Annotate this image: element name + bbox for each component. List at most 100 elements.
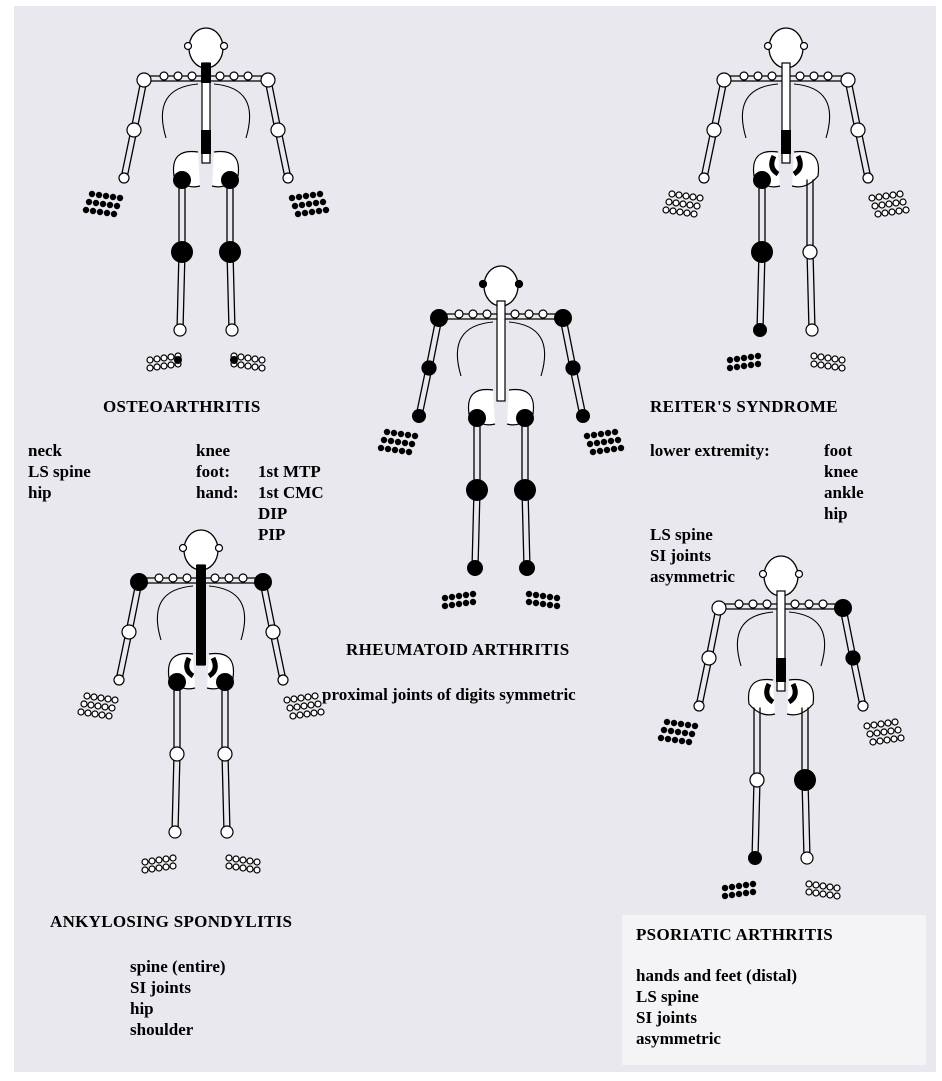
finger-joint	[312, 693, 318, 699]
forearm	[701, 130, 711, 178]
finger-joint	[290, 713, 296, 719]
finger-joint-affected	[93, 200, 99, 206]
shoulder-affected	[254, 573, 272, 591]
finger-joint	[305, 694, 311, 700]
toe-joint-affected	[755, 353, 761, 359]
knee-joint	[170, 747, 184, 761]
finger-joint-affected	[671, 720, 677, 726]
ankle-affected	[753, 323, 767, 337]
finger-joint-affected	[296, 194, 302, 200]
toe-joint	[233, 864, 239, 870]
osteoarthritis-col2: knee foot: hand:	[196, 440, 239, 503]
ear	[185, 43, 192, 50]
ear	[760, 571, 767, 578]
finger-joint-affected	[90, 208, 96, 214]
finger-joint	[95, 703, 101, 709]
toe-joint	[811, 361, 817, 367]
finger-joint-affected	[598, 431, 604, 437]
finger-joint-affected	[604, 447, 610, 453]
toe-joint-affected	[449, 602, 455, 608]
rib-cage	[794, 84, 830, 138]
finger-joint	[879, 202, 885, 208]
forearm	[116, 632, 126, 680]
ankle-joint	[174, 324, 186, 336]
finger-joint	[691, 211, 697, 217]
toe-joint	[813, 890, 819, 896]
forearm	[276, 632, 286, 680]
first-mtp-affected	[174, 356, 182, 364]
forearm	[856, 658, 866, 706]
oa-item: DIP	[258, 503, 324, 524]
finger-joint-affected	[96, 192, 102, 198]
psa-item: hands and feet (distal)	[636, 965, 797, 986]
psoriatic-items: hands and feet (distal) LS spine SI join…	[636, 965, 797, 1049]
osteoarthritis-title: OSTEOARTHRITIS	[103, 397, 261, 417]
tibia	[807, 252, 809, 330]
humerus	[851, 80, 861, 130]
toe-joint	[259, 357, 265, 363]
finger-joint-affected	[385, 446, 391, 452]
elbow-joint	[266, 625, 280, 639]
toe-joint	[252, 364, 258, 370]
finger-joint-affected	[309, 209, 315, 215]
finger-joint	[102, 704, 108, 710]
finger-joint	[886, 201, 892, 207]
reiters-item: LS spine	[650, 524, 735, 545]
finger-joint-affected	[618, 445, 624, 451]
humerus	[711, 80, 721, 130]
jaw-joint-affected	[479, 280, 487, 288]
finger-joint	[883, 193, 889, 199]
skeleton-ankylosing-spondylitis	[71, 520, 331, 892]
toe-joint	[149, 858, 155, 864]
wrist-joint	[694, 701, 704, 711]
elbow-joint	[702, 651, 716, 665]
toe-joint	[154, 356, 160, 362]
reiters-item: ankle	[824, 482, 864, 503]
finger-joint	[112, 697, 118, 703]
toe-joint-affected	[734, 356, 740, 362]
toe-joint-affected	[533, 600, 539, 606]
clavicle-joint	[735, 600, 743, 608]
toe-joint	[839, 357, 845, 363]
toe-joint	[163, 864, 169, 870]
finger-joint	[106, 713, 112, 719]
toe-joint	[147, 365, 153, 371]
finger-joint	[294, 704, 300, 710]
toe-joint-affected	[442, 595, 448, 601]
clavicle-joint	[230, 72, 238, 80]
toe-joint	[142, 867, 148, 873]
finger-joint-affected	[391, 430, 397, 436]
ear	[180, 545, 187, 552]
finger-joint-affected	[675, 729, 681, 735]
finger-joint	[694, 203, 700, 209]
ankle-joint	[226, 324, 238, 336]
toe-joint	[245, 355, 251, 361]
toe-joint	[247, 866, 253, 872]
finger-joint-affected	[679, 738, 685, 744]
shoulder-affected	[130, 573, 148, 591]
lumbar-spine-affected	[776, 658, 786, 682]
toe-joint	[226, 863, 232, 869]
wrist-joint	[119, 173, 129, 183]
knee-affected	[794, 769, 816, 791]
osteoarthritis-col3: 1st MTP 1st CMC DIP PIP	[258, 461, 324, 545]
finger-joint	[315, 701, 321, 707]
clavicle-joint	[805, 600, 813, 608]
finger-joint-affected	[658, 735, 664, 741]
finger-joint-affected	[678, 721, 684, 727]
clavicle-joint	[183, 574, 191, 582]
oa-item: PIP	[258, 524, 324, 545]
tibia	[813, 252, 815, 330]
clavicle-joint	[239, 574, 247, 582]
oa-item: 1st CMC	[258, 482, 324, 503]
finger-joint-affected	[83, 207, 89, 213]
toe-joint	[226, 855, 232, 861]
finger-joint	[889, 209, 895, 215]
cervical-spine-affected	[201, 63, 211, 83]
toe-joint	[247, 858, 253, 864]
clavicle-joint	[819, 600, 827, 608]
toe-joint	[834, 893, 840, 899]
clavicle-joint	[539, 310, 547, 318]
tibia	[763, 252, 765, 330]
clavicle-joint	[211, 574, 219, 582]
